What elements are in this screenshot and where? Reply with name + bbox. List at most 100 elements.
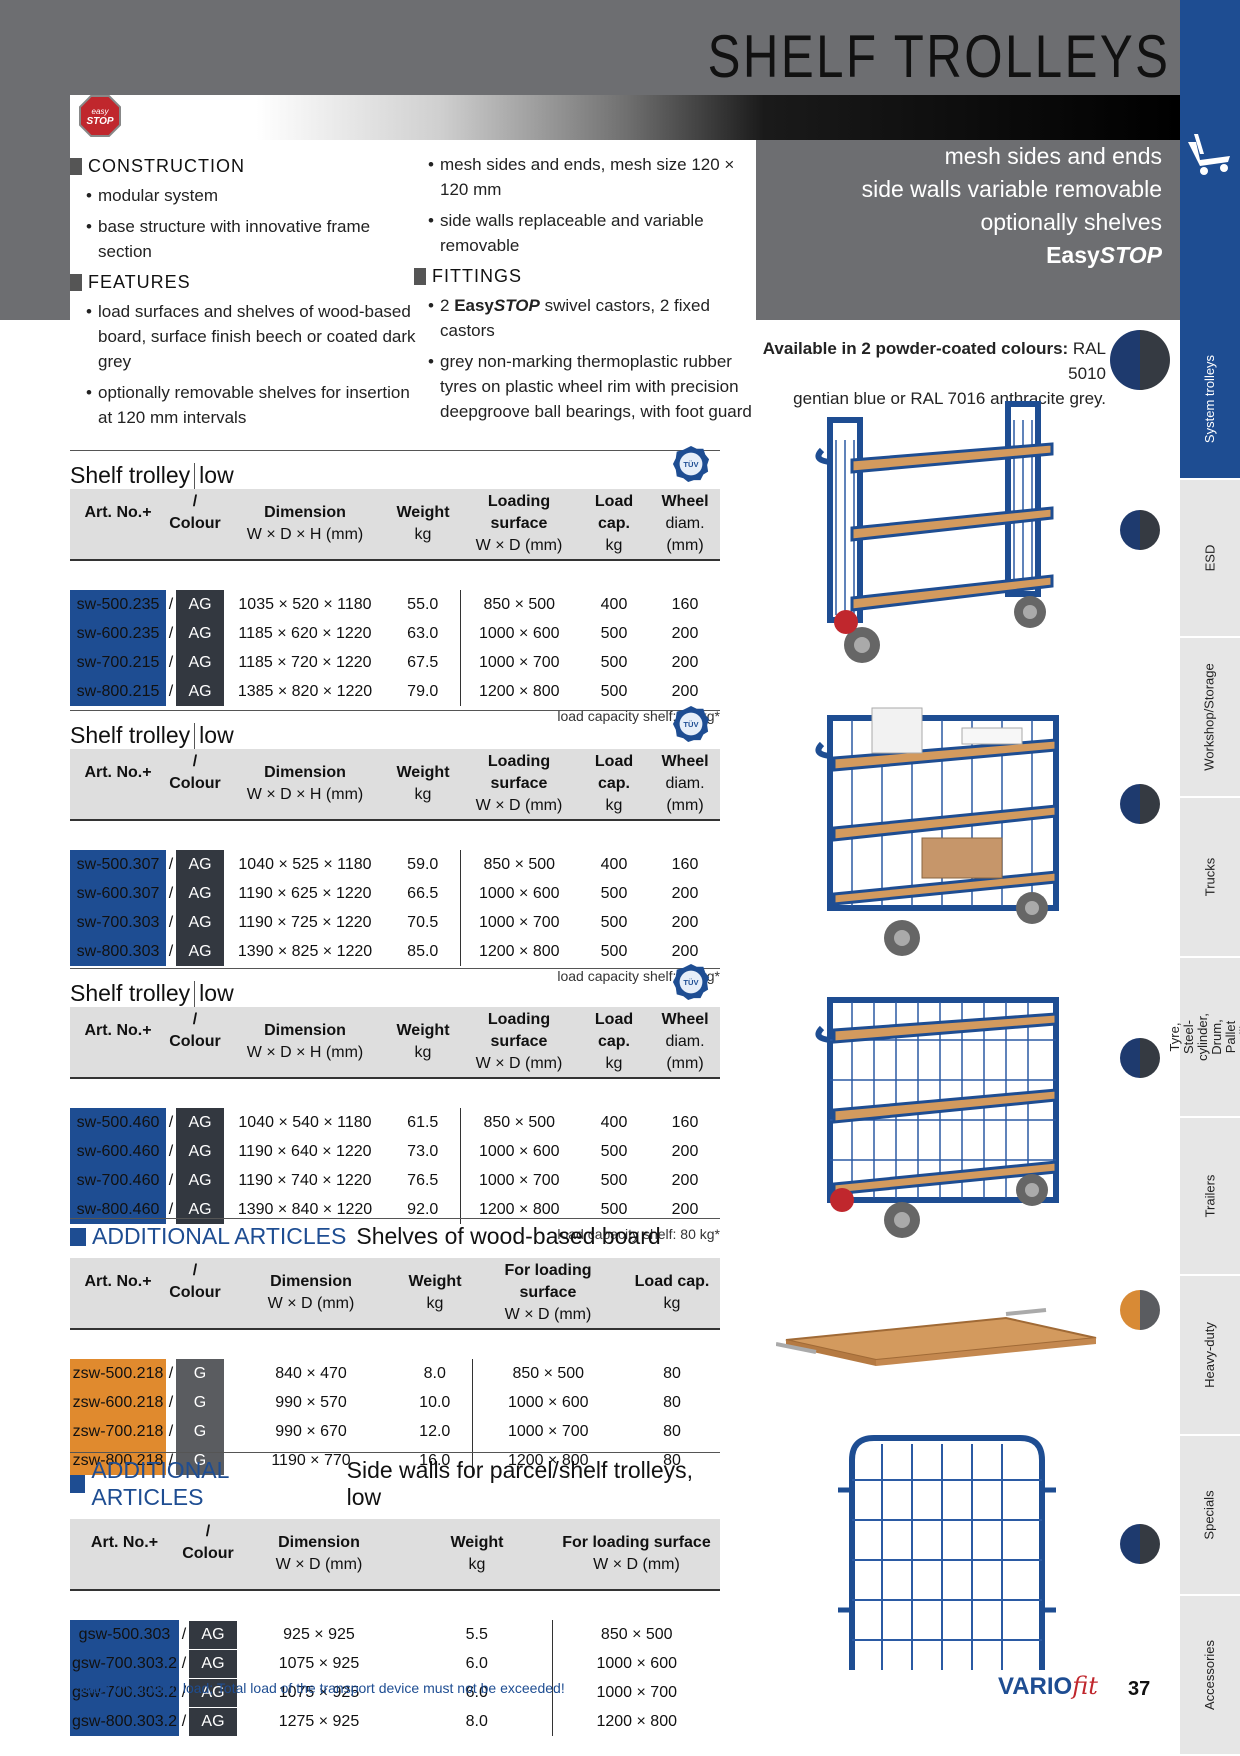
colour-code: AG [176,619,224,648]
weight-cell: 10.0 [419,1393,451,1411]
col-header-colour: / Colour [166,1007,224,1079]
wheel-cell: 160 [671,855,699,873]
sidebar-item-heavy-duty[interactable]: Heavy-duty [1180,1276,1240,1436]
product-image-trolley-2 [812,688,1082,958]
feature-summary: mesh sides and ends side walls variable … [750,140,1170,320]
colour-code: AG [176,590,224,619]
loading-surface-cell: 1200 × 800 [459,677,578,706]
sidebar-item-trucks[interactable]: Trucks [1180,798,1240,958]
colour-code: G [176,1446,224,1475]
col-header-art: Art. No.+ [70,489,166,561]
colour-code: G [176,1359,224,1388]
article-number: zsw-600.218 [70,1388,166,1417]
for-loading-surface-cell: 850 × 500 [552,1620,720,1649]
easystop-badge-icon: easy STOP [78,94,122,138]
for-loading-surface-cell: 850 × 500 [471,1359,624,1388]
svg-text:TÜV: TÜV [683,978,699,987]
colour-code: AG [188,1707,237,1736]
colour-code: AG [176,1195,224,1224]
col-header-load-cap: Load cap.kg [578,749,650,821]
load-cap-cell: 500 [600,913,628,931]
sidebar-item-system-trolleys[interactable]: System trolleys [1180,320,1240,480]
colour-swatch-icon [1120,1290,1160,1330]
article-number: sw-700.215 [70,648,166,677]
weight-cell: 59.0 [407,855,439,873]
dimension-cell: 1190 × 740 × 1220 [238,1171,372,1189]
weight-cell: 79.0 [407,682,439,700]
load-cap-cell: 500 [600,682,628,700]
article-number: sw-800.303 [70,937,166,966]
load-note: load capacity shelf: 80 kg* [557,1226,720,1242]
for-loading-surface-cell: 1200 × 800 [471,1446,624,1475]
colour-code: AG [188,1678,237,1707]
list-item: optionally removable shelves for inserti… [86,380,420,430]
colour-code: AG [176,1108,224,1137]
article-number: sw-500.460 [70,1108,166,1137]
sidebar-item-workshop-storage[interactable]: Workshop/Storage [1180,638,1240,798]
colour-code: AG [188,1649,237,1678]
page-number: 37 [1128,1678,1151,1700]
dimension-cell: 990 × 670 [275,1422,347,1440]
sidebar-item-esd[interactable]: ESD [1180,480,1240,638]
dimension-cell: 1075 × 925 [278,1683,360,1701]
load-cap-cell: 80 [663,1393,681,1411]
tuv-seal-icon: TÜV [672,445,710,483]
colour-code: AG [176,1166,224,1195]
sidebar-item-accessories[interactable]: Accessories [1180,1596,1240,1756]
weight-cell: 12.0 [419,1422,451,1440]
list-item: 2 EasySTOP swivel castors, 2 fixed casto… [428,293,764,343]
col-header-load-cap: Load cap.kg [578,489,650,561]
load-cap-cell: 500 [600,942,628,960]
dimension-cell: 1385 × 820 × 1220 [237,682,373,700]
svg-text:TÜV: TÜV [683,460,699,469]
page-title: SHELF TROLLEYS [707,23,1170,90]
sidebar-item-trailers[interactable]: Trailers [1180,1118,1240,1276]
article-number: sw-500.307 [70,850,166,879]
header-gradient-band [256,95,1180,140]
article-number: gsw-700.303.2 [70,1678,179,1707]
col-header-colour: / Colour [166,749,224,821]
load-cap-cell: 400 [600,855,628,873]
tuv-seal-icon: TÜV [672,963,710,1001]
loading-surface-cell: 1000 × 600 [459,1137,578,1166]
sidebar-item-tyre-handling[interactable]: Tyre, Steel-cylinder, Drum, Pallet Handl… [1167,958,1240,1118]
load-cap-cell: 400 [600,595,628,613]
weight-cell: 76.5 [407,1171,439,1189]
weight-cell: 67.5 [407,653,439,671]
col-header-art: Art. No.+ [70,1007,166,1079]
load-cap-cell: 500 [600,624,628,642]
list-item: mesh sides and ends, mesh size 120 × 120… [428,152,764,202]
wheel-cell: 200 [671,653,699,671]
list-item: load surfaces and shelves of wood-based … [86,299,420,374]
for-loading-surface-cell: 1200 × 800 [552,1707,720,1736]
load-cap-cell: 500 [600,1171,628,1189]
sidebar-top [1180,0,1240,320]
dimension-cell: 1075 × 925 [278,1654,360,1672]
intro-column-2: mesh sides and ends, mesh size 120 × 120… [414,152,764,430]
weight-cell: 8.0 [423,1364,446,1382]
col-header-art: Art. No.+ [70,749,166,821]
sidebar-item-specials[interactable]: Specials [1180,1436,1240,1596]
weight-cell: 55.0 [407,595,439,613]
colour-code: AG [176,908,224,937]
dimension-cell: 1390 × 825 × 1220 [237,942,373,960]
wheel-cell: 200 [671,1200,699,1218]
